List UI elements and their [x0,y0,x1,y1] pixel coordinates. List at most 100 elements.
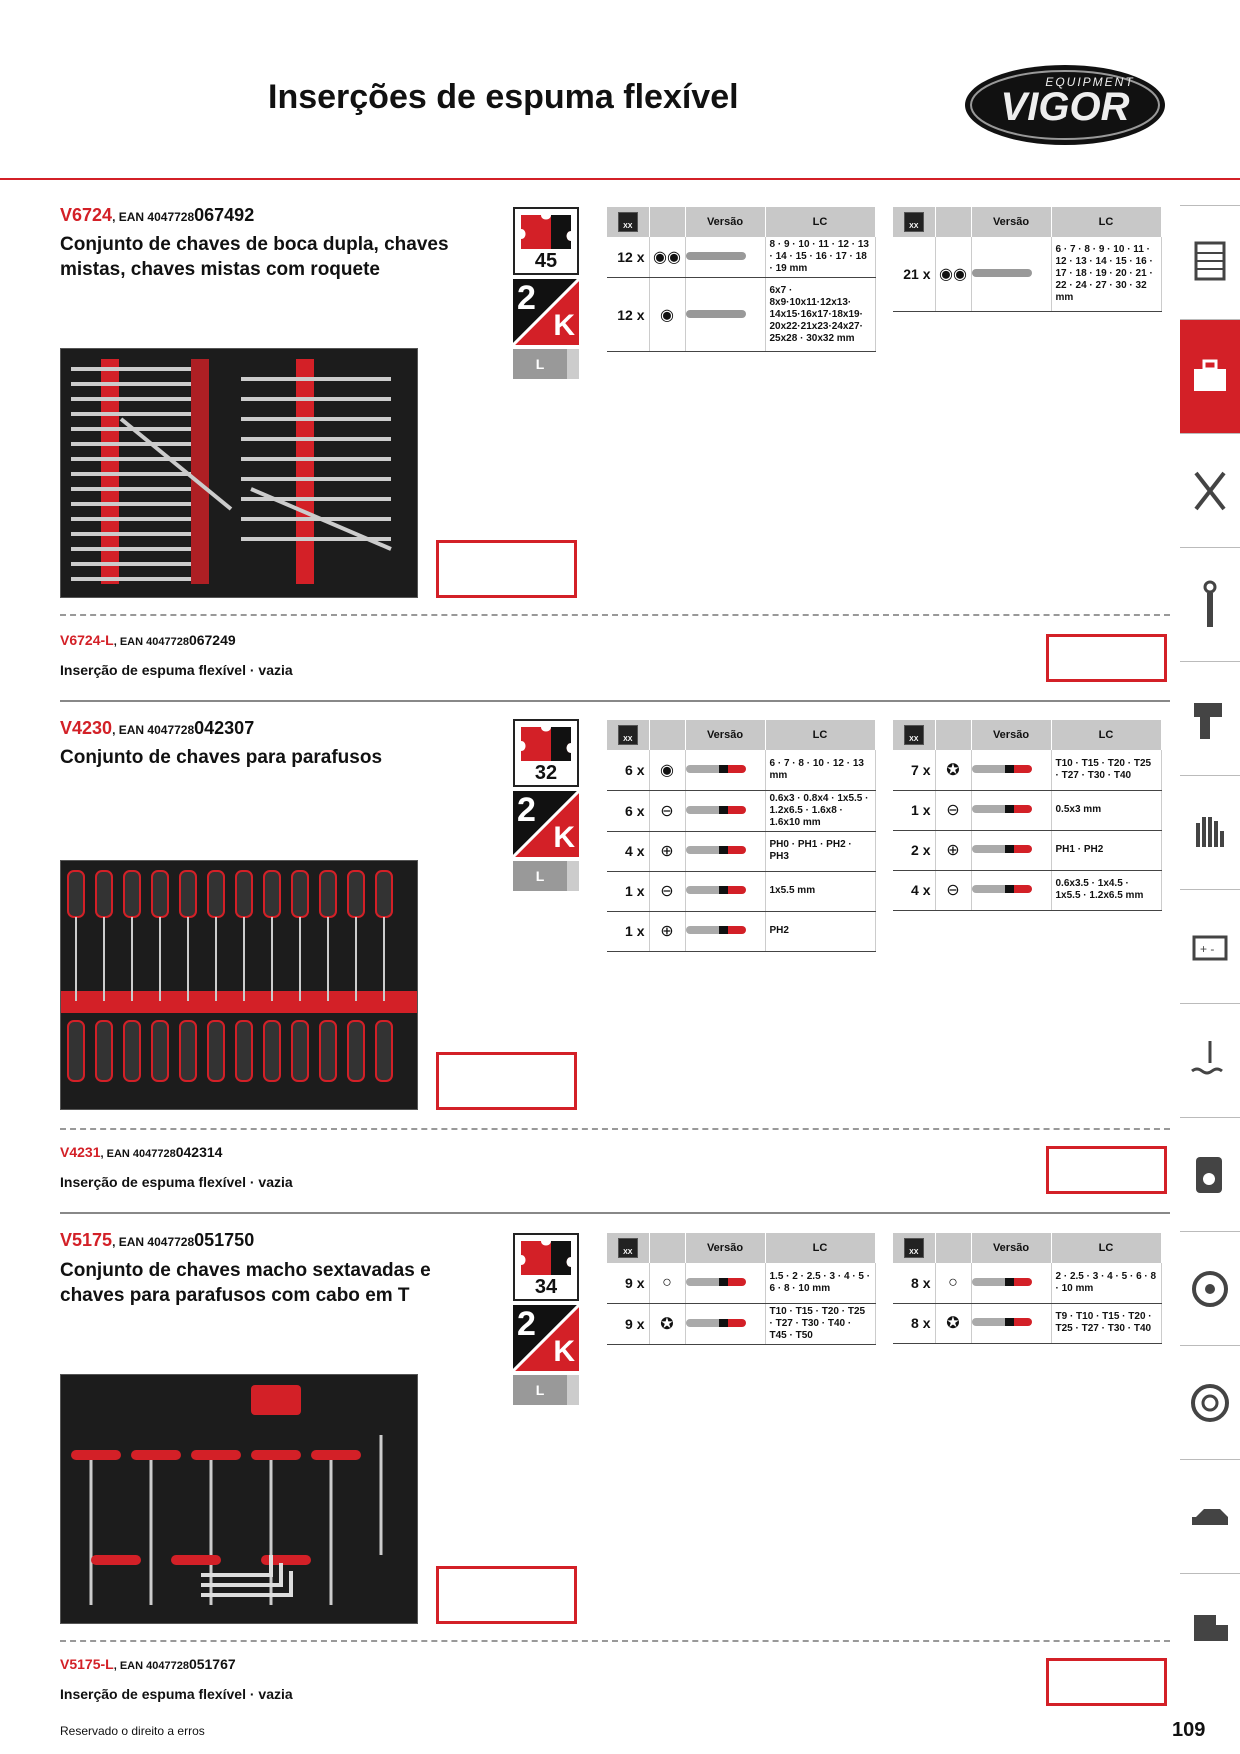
table-row: 1 x⊕PH2 [607,911,876,952]
piece-count-badge: 32 [513,719,579,787]
product-photo [60,348,418,598]
profile-symbol-icon: ⊖ [649,790,686,832]
variant-code: V5175-L [60,1656,114,1672]
quantity: 8 x [893,1263,936,1304]
ean-label: EAN [119,636,144,648]
tool-image [685,237,766,278]
sidebar-item[interactable] [1180,433,1240,547]
tool-image [685,911,766,952]
symbol-header [935,720,972,750]
tool-cabinet-icon [1194,241,1226,280]
xx-icon: XX [903,212,924,232]
sidebar-item[interactable] [1180,205,1240,319]
header-divider [0,178,1240,180]
product-description: Conjunto de chaves para parafusos [60,747,383,768]
profile-symbol-icon: ○ [935,1263,972,1304]
ean-suffix: 051750 [194,1230,255,1250]
svg-text:EQUIPMENT: EQUIPMENT [1045,75,1134,89]
size-list: 0.5x3 mm [1051,790,1162,831]
table-row: 2 x⊕PH1 · PH2 [893,830,1162,871]
ean-prefix: 4047728 [146,1660,189,1672]
table-row: 8 x○2 · 2.5 · 3 · 4 · 5 · 6 · 8 · 10 mm [893,1263,1162,1304]
price-box [1046,1146,1167,1194]
versao-header: Versão [685,207,766,237]
section-divider [60,700,1170,702]
sidebar-item[interactable] [1180,1459,1240,1573]
table-row: 21 x◉◉6 · 7 · 8 · 9 · 10 · 11 · 12 · 13 … [893,237,1162,312]
quantity: 1 x [893,790,936,831]
ean-prefix: 4047728 [147,210,195,224]
variant-heading: V5175-L, EAN 4047728051767 [60,1656,236,1672]
table-row: 7 x✪T10 · T15 · T20 · T25 · T27 · T30 · … [893,750,1162,791]
2k-two: 2 [517,1305,536,1343]
lc-header: LC [765,1233,876,1263]
tool-image [971,870,1052,911]
quantity: 6 x [607,790,650,832]
gloves-icon [1196,816,1224,847]
xx-header: XX [607,207,650,237]
tool-image [971,790,1052,831]
quantity: 1 x [607,871,650,912]
tool-image [685,790,766,832]
product-code: V6724 [60,205,113,225]
versao-header: Versão [685,1233,766,1263]
quantity: 21 x [893,237,936,312]
sidebar-item[interactable] [1180,1231,1240,1345]
sidebar-item[interactable] [1180,775,1240,889]
puzzle-icon [521,1241,571,1275]
ean-prefix: 4047728 [146,636,189,648]
sidebar-item[interactable] [1180,1003,1240,1117]
sidebar-item[interactable]: + - [1180,889,1240,1003]
piece-count: 34 [534,1276,558,1298]
truck-icon [1194,1614,1228,1641]
quantity: 6 x [607,750,650,791]
profile-symbol-icon: ✪ [935,1303,972,1344]
piece-count: 45 [534,250,558,272]
profile-symbol-icon: ⊕ [649,831,686,872]
product-heading: V6724, EAN 4047728067492 [60,205,255,225]
piece-count-badge: 45 [513,207,579,275]
wrench-screwdriver-icon [1194,471,1226,510]
size-l-badge: L [513,1375,579,1405]
variant-description: Inserção de espuma flexível · vazia [60,1686,293,1702]
price-box [1046,1658,1167,1706]
sidebar-item[interactable] [1180,1117,1240,1231]
profile-symbol-icon: ⊕ [649,911,686,952]
sidebar-item[interactable] [1180,1573,1240,1687]
ean-label: EAN [118,210,145,224]
footer-note: Reservado o direito a erros [60,1724,205,1738]
symbol-header [935,207,972,237]
lc-header: LC [1051,720,1162,750]
sidebar-item[interactable] [1180,547,1240,661]
wheel-icon [1191,1383,1229,1422]
oil-icon [1196,1156,1222,1193]
quantity: 12 x [607,237,650,278]
product-description: Conjunto de chaves macho sextavadas e ch… [60,1260,431,1306]
sidebar-item[interactable] [1180,661,1240,775]
size-list: 0.6x3 · 0.8x4 · 1x5.5 · 1.2x6.5 · 1.6x8 … [765,790,876,832]
price-box [436,1566,577,1624]
battery-icon: + - [1192,935,1228,960]
table-row: 4 x⊕PH0 · PH1 · PH2 · PH3 [607,831,876,872]
size-list: PH1 · PH2 [1051,830,1162,871]
ean-suffix: 067249 [188,632,236,648]
sidebar-item[interactable] [1180,319,1240,433]
versao-header: Versão [971,720,1052,750]
ean-prefix: 4047728 [132,1148,176,1160]
quantity: 9 x [607,1303,650,1345]
table-row: 6 x⊖ 0.6x3 · 0.8x4 · 1x5.5 · 1.2x6.5 · 1.… [607,790,876,832]
size-list: PH0 · PH1 · PH2 · PH3 [765,831,876,872]
sidebar-item[interactable] [1180,1345,1240,1459]
2k-k: K [553,309,575,342]
profile-symbol-icon: ◉◉ [935,237,972,312]
size-l-badge: L [513,861,579,891]
ean-label: EAN [119,1660,144,1672]
vigor-logo: VIGOR EQUIPMENT [962,62,1168,148]
ean-label: EAN [118,1235,145,1249]
product-heading: V5175, EAN 4047728051750 [60,1230,255,1250]
